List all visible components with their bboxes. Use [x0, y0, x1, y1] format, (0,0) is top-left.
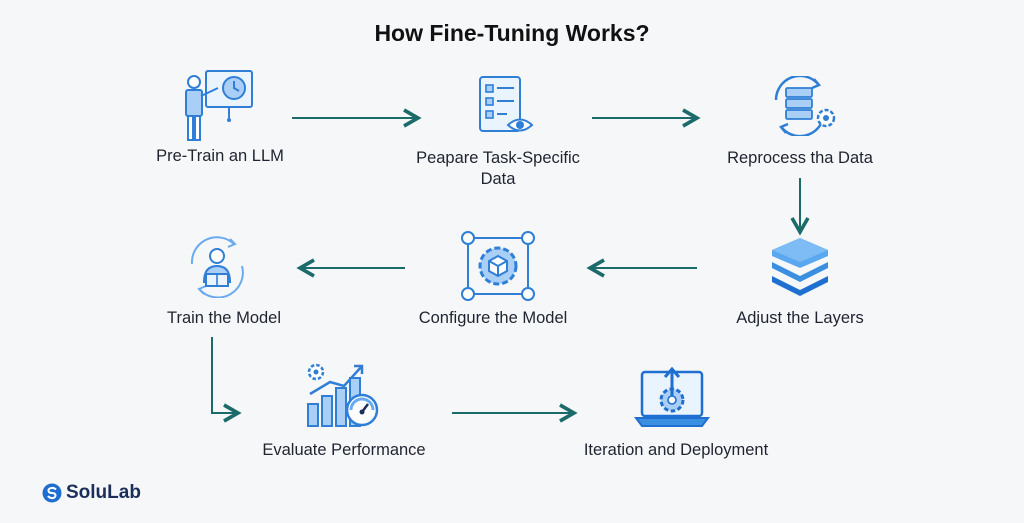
bar-chart-gauge-icon [307, 363, 379, 427]
diagram-title: How Fine-Tuning Works? [374, 20, 650, 46]
person-cycle-icon [190, 236, 244, 298]
step-label-pretrain: Pre-Train an LLM [156, 147, 284, 165]
step-label-train-model: Train the Model [166, 309, 282, 327]
logo-text: SoluLab [66, 482, 141, 503]
layers-stack-icon [772, 238, 828, 296]
brand-logo: SoluLab [42, 482, 141, 504]
presenter-board-icon [185, 70, 253, 141]
checklist-eye-icon [479, 76, 534, 132]
step-label-prepare-data: Peapare Task-Specific Data [416, 149, 580, 188]
arrow-6-to-7 [211, 337, 242, 423]
laptop-upload-icon [634, 366, 710, 427]
step-label-reprocess-data: Reprocess tha Data [727, 149, 873, 167]
gear-cube-frame-icon [461, 231, 535, 301]
step-label-configure-model: Configure the Model [418, 309, 568, 327]
server-refresh-icon [774, 76, 836, 136]
step-label-adjust-layers: Adjust the Layers [736, 309, 864, 327]
step-label-iteration-deployment: Iteration and Deployment [583, 441, 769, 459]
step-label-evaluate-performance: Evaluate Performance [262, 441, 426, 459]
solulab-logo-icon [42, 483, 62, 503]
